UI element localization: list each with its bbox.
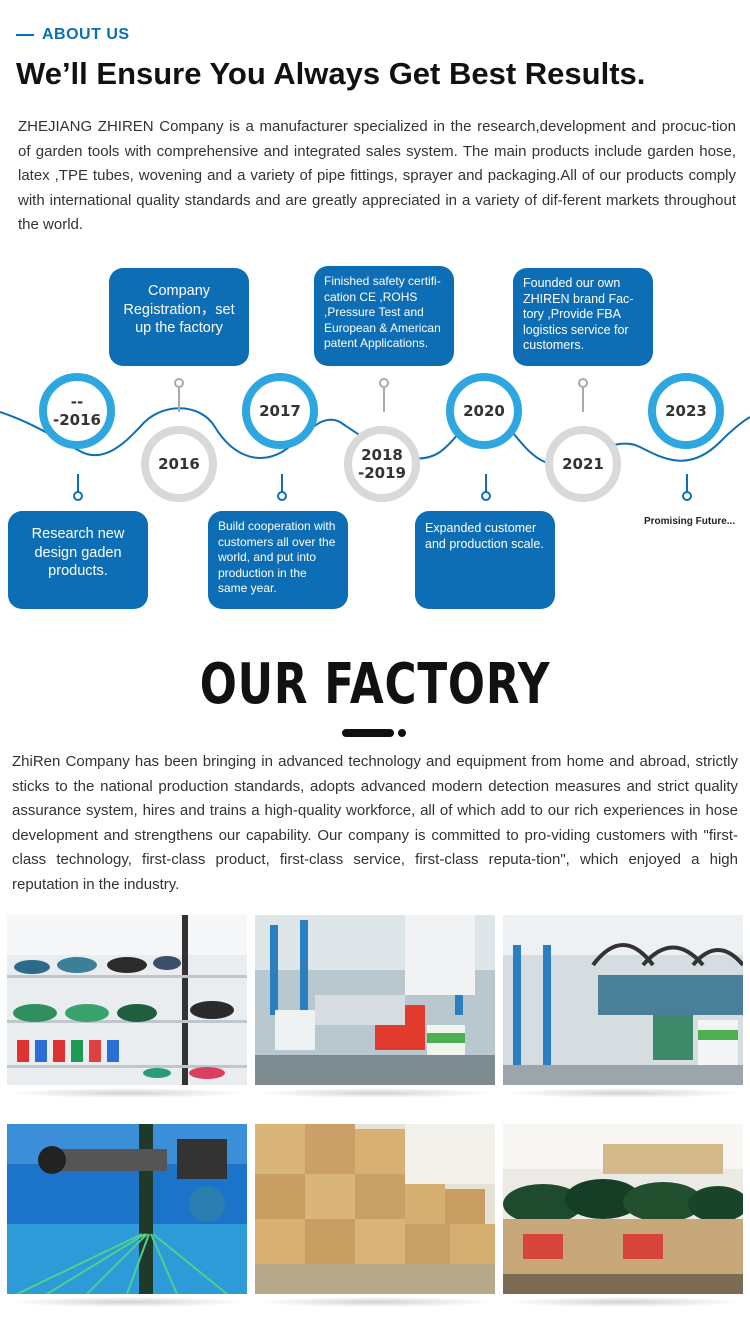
photo-shadow-4 xyxy=(7,1297,247,1307)
workshop-photo xyxy=(503,915,743,1085)
stem-7 xyxy=(686,474,688,494)
stem-2 xyxy=(178,388,180,412)
stem-1 xyxy=(77,474,79,494)
title-underline xyxy=(342,729,394,737)
photo-shadow-5 xyxy=(255,1297,495,1307)
finished-hoses-photo xyxy=(503,1124,743,1294)
about-description: ZHEJIANG ZHIREN Company is a manufacture… xyxy=(18,118,736,233)
dot-4 xyxy=(379,378,389,388)
factory-description: ZhiRen Company has been bringing in adva… xyxy=(12,753,738,893)
production-line-photo xyxy=(255,915,495,1085)
year-ring-2023: 2023 xyxy=(648,373,724,449)
photo-shadow-6 xyxy=(503,1297,743,1307)
milestone-card-2021: Founded our own ZHIREN brand Fac-tory ,P… xyxy=(513,268,653,366)
year-ring-pre-2016: ---2016 xyxy=(39,373,115,449)
about-headline: We’ll Ensure You Always Get Best Results… xyxy=(16,56,646,91)
milestone-card-pre-2016: Research new design gaden products. xyxy=(8,511,148,609)
dot-7 xyxy=(682,491,692,501)
showroom-photo xyxy=(7,915,247,1085)
stem-5 xyxy=(485,474,487,494)
photo-shadow-2 xyxy=(255,1088,495,1098)
stem-6 xyxy=(582,388,584,412)
dot-3 xyxy=(277,491,287,501)
dot-1 xyxy=(73,491,83,501)
factory-title: OUR FACTORY xyxy=(199,652,551,717)
photo-shadow-1 xyxy=(7,1088,247,1098)
year-ring-2020: 2020 xyxy=(446,373,522,449)
dot-2 xyxy=(174,378,184,388)
company-timeline: ---2016 2016 2017 2018 -2019 2020 2021 2… xyxy=(0,262,750,622)
title-underline-dot xyxy=(398,729,406,737)
stem-4 xyxy=(383,388,385,412)
stem-3 xyxy=(281,474,283,494)
year-ring-2021: 2021 xyxy=(545,426,621,502)
milestone-card-2018-2019: Finished safety certifi-cation CE ,ROHS … xyxy=(314,266,454,366)
dot-6 xyxy=(578,378,588,388)
milestone-card-2017: Build cooperation with customers all ove… xyxy=(208,511,348,609)
promising-future-text: Promising Future... xyxy=(644,516,736,527)
milestone-card-2016: Company Registration，set up the factory xyxy=(109,268,249,366)
braiding-machine-photo xyxy=(7,1124,247,1294)
year-ring-2017: 2017 xyxy=(242,373,318,449)
label-dash xyxy=(16,33,34,36)
warehouse-cartons-photo xyxy=(255,1124,495,1294)
photo-shadow-3 xyxy=(503,1088,743,1098)
year-ring-2018-2019: 2018 -2019 xyxy=(344,426,420,502)
milestone-card-2020: Expanded customer and production scale. xyxy=(415,511,555,609)
about-us-label: ABOUT US xyxy=(16,26,130,44)
dot-5 xyxy=(481,491,491,501)
about-us-text: ABOUT US xyxy=(42,26,130,43)
year-ring-2016: 2016 xyxy=(141,426,217,502)
